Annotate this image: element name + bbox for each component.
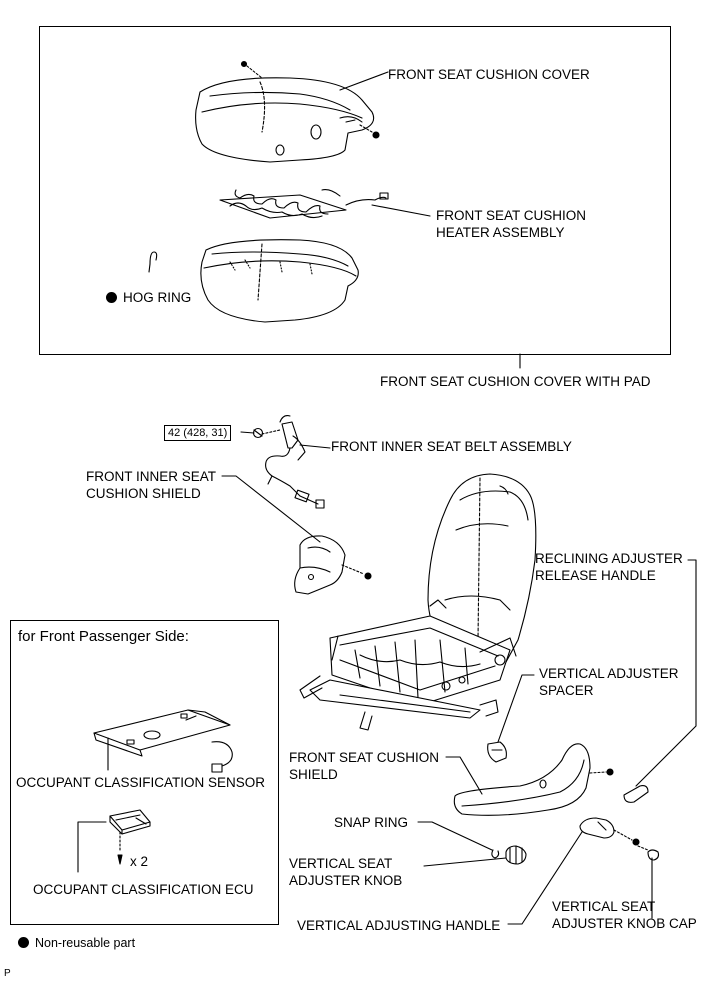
vertical-adjusting-handle-part — [579, 817, 649, 851]
legend: Non-reusable part — [18, 935, 135, 952]
cushion-cover-part — [195, 77, 375, 163]
screw-icon — [372, 131, 380, 139]
seat-back-part — [427, 473, 537, 663]
label-snap-ring: SNAP RING — [334, 815, 409, 830]
label-cushion-shield-line1: FRONT SEAT CUSHION — [289, 750, 440, 765]
vertical-adjuster-spacer-part — [487, 741, 507, 763]
label-reclining-line1: RECLINING ADJUSTER — [535, 551, 683, 566]
label-ocs-ecu: OCCUPANT CLASSIFICATION ECU — [33, 882, 254, 897]
front-cushion-shield-part — [445, 743, 614, 816]
snap-ring-icon — [491, 849, 500, 859]
cushion-cover-with-pad-box — [39, 26, 671, 355]
legend-dot-icon — [18, 937, 29, 948]
label-ocs-sensor: OCCUPANT CLASSIFICATION SENSOR — [16, 775, 266, 790]
cushion-pad-part — [200, 239, 359, 323]
front-passenger-inset-box — [10, 620, 279, 925]
label-vert-spacer-line1: VERTICAL ADJUSTER — [539, 666, 679, 681]
label-inner-belt: FRONT INNER SEAT BELT ASSEMBLY — [331, 439, 572, 454]
label-inner-shield-line1: FRONT INNER SEAT — [86, 469, 217, 484]
label-qty: x 2 — [130, 854, 149, 869]
label-handle: VERTICAL ADJUSTING HANDLE — [297, 918, 501, 933]
label-cushion-cover: FRONT SEAT CUSHION COVER — [388, 67, 590, 82]
label-cushion-shield-line2: SHIELD — [289, 767, 338, 782]
label-cover-with-pad: FRONT SEAT CUSHION COVER WITH PAD — [380, 374, 651, 389]
label-knob-line1: VERTICAL SEAT — [289, 856, 393, 871]
reclining-handle-part — [623, 785, 649, 803]
label-hog-ring: HOG RING — [106, 289, 191, 306]
occupant-ecu-part — [109, 809, 151, 835]
label-knob-cap-line1: VERTICAL SEAT — [552, 899, 656, 914]
hog-ring-text: HOG RING — [123, 290, 192, 305]
inner-cushion-shield-part — [221, 475, 372, 595]
legend-text: Non-reusable part — [35, 936, 136, 950]
hog-ring-icon — [149, 251, 158, 265]
knob-cap-part — [647, 849, 660, 861]
corner-mark: P — [4, 968, 11, 979]
seat-frame-part — [299, 599, 517, 731]
label-reclining-line2: RELEASE HANDLE — [535, 568, 656, 583]
occupant-sensor-part — [93, 709, 233, 773]
clip-icon — [240, 60, 248, 68]
label-knob-cap-line2: ADJUSTER KNOB CAP — [552, 916, 697, 931]
adjuster-knob-part — [505, 845, 527, 865]
label-inner-shield-line2: CUSHION SHIELD — [86, 486, 201, 501]
label-heater-line1: FRONT SEAT CUSHION — [436, 208, 587, 223]
label-heater-line2: HEATER ASSEMBLY — [436, 225, 565, 240]
inner-seat-belt-part — [265, 415, 331, 509]
label-vert-spacer-line2: SPACER — [539, 683, 594, 698]
heater-assembly-part — [219, 189, 431, 219]
non-reusable-dot-icon — [106, 292, 117, 303]
label-passenger-title: for Front Passenger Side: — [18, 628, 189, 645]
label-knob-line2: ADJUSTER KNOB — [289, 873, 403, 888]
torque-value-box: 42 (428, 31) — [164, 425, 232, 441]
